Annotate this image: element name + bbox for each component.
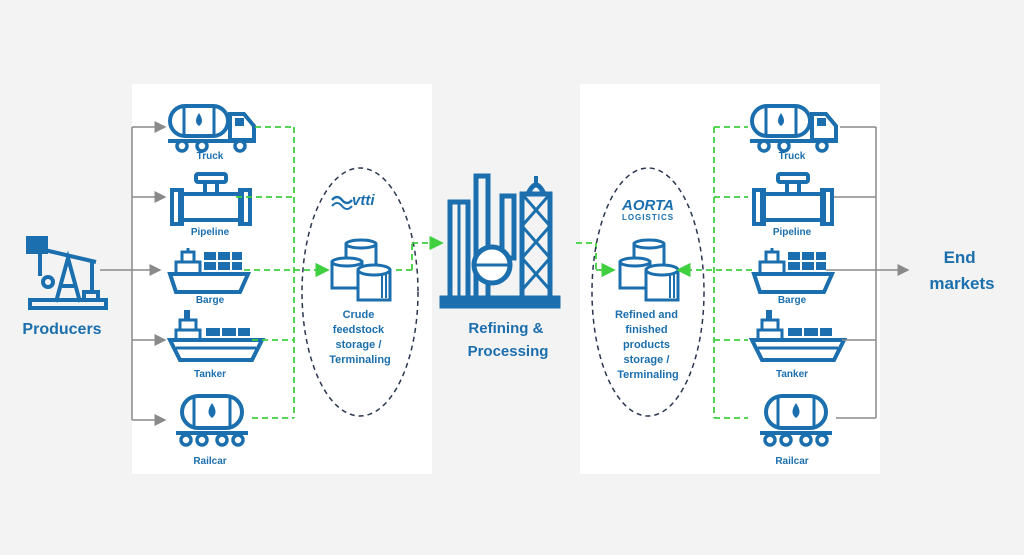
- vtti-logo-text: vtti: [352, 192, 375, 209]
- right-green-connectors: [713, 126, 748, 419]
- mode-label: Barge: [778, 295, 807, 306]
- logistics-logo-text: LOGISTICS: [622, 213, 674, 222]
- mode-label: Pipeline: [191, 227, 230, 238]
- aorta-logo-text: AORTA: [621, 197, 674, 214]
- right-storage-label: Refined and finished products storage / …: [615, 309, 681, 381]
- aorta-logistics-logo: AORTA LOGISTICS: [621, 197, 674, 222]
- refinery-icon: [439, 173, 561, 309]
- end-markets-label: End markets: [929, 248, 994, 293]
- producers-label: Producers: [22, 321, 101, 338]
- refinery-label: Refining & Processing: [468, 320, 549, 360]
- vtti-logo: vtti: [331, 192, 375, 210]
- mode-label: Pipeline: [773, 227, 812, 238]
- left-storage-ellipse: [301, 167, 419, 417]
- mode-label: Railcar: [193, 456, 226, 467]
- right-storage-ellipse: [591, 167, 705, 417]
- left-green-connectors: [236, 126, 295, 419]
- right-gray-bus: [834, 126, 877, 419]
- pump-jack-icon: [26, 236, 108, 310]
- mode-label: Tanker: [194, 369, 226, 380]
- mode-label: Tanker: [776, 369, 808, 380]
- mode-label: Railcar: [775, 456, 808, 467]
- left-storage-label: Crude feedstock storage / Terminaling: [329, 309, 391, 366]
- mode-label: Truck: [197, 151, 224, 162]
- mode-label: Barge: [196, 295, 225, 306]
- mode-label: Truck: [779, 151, 806, 162]
